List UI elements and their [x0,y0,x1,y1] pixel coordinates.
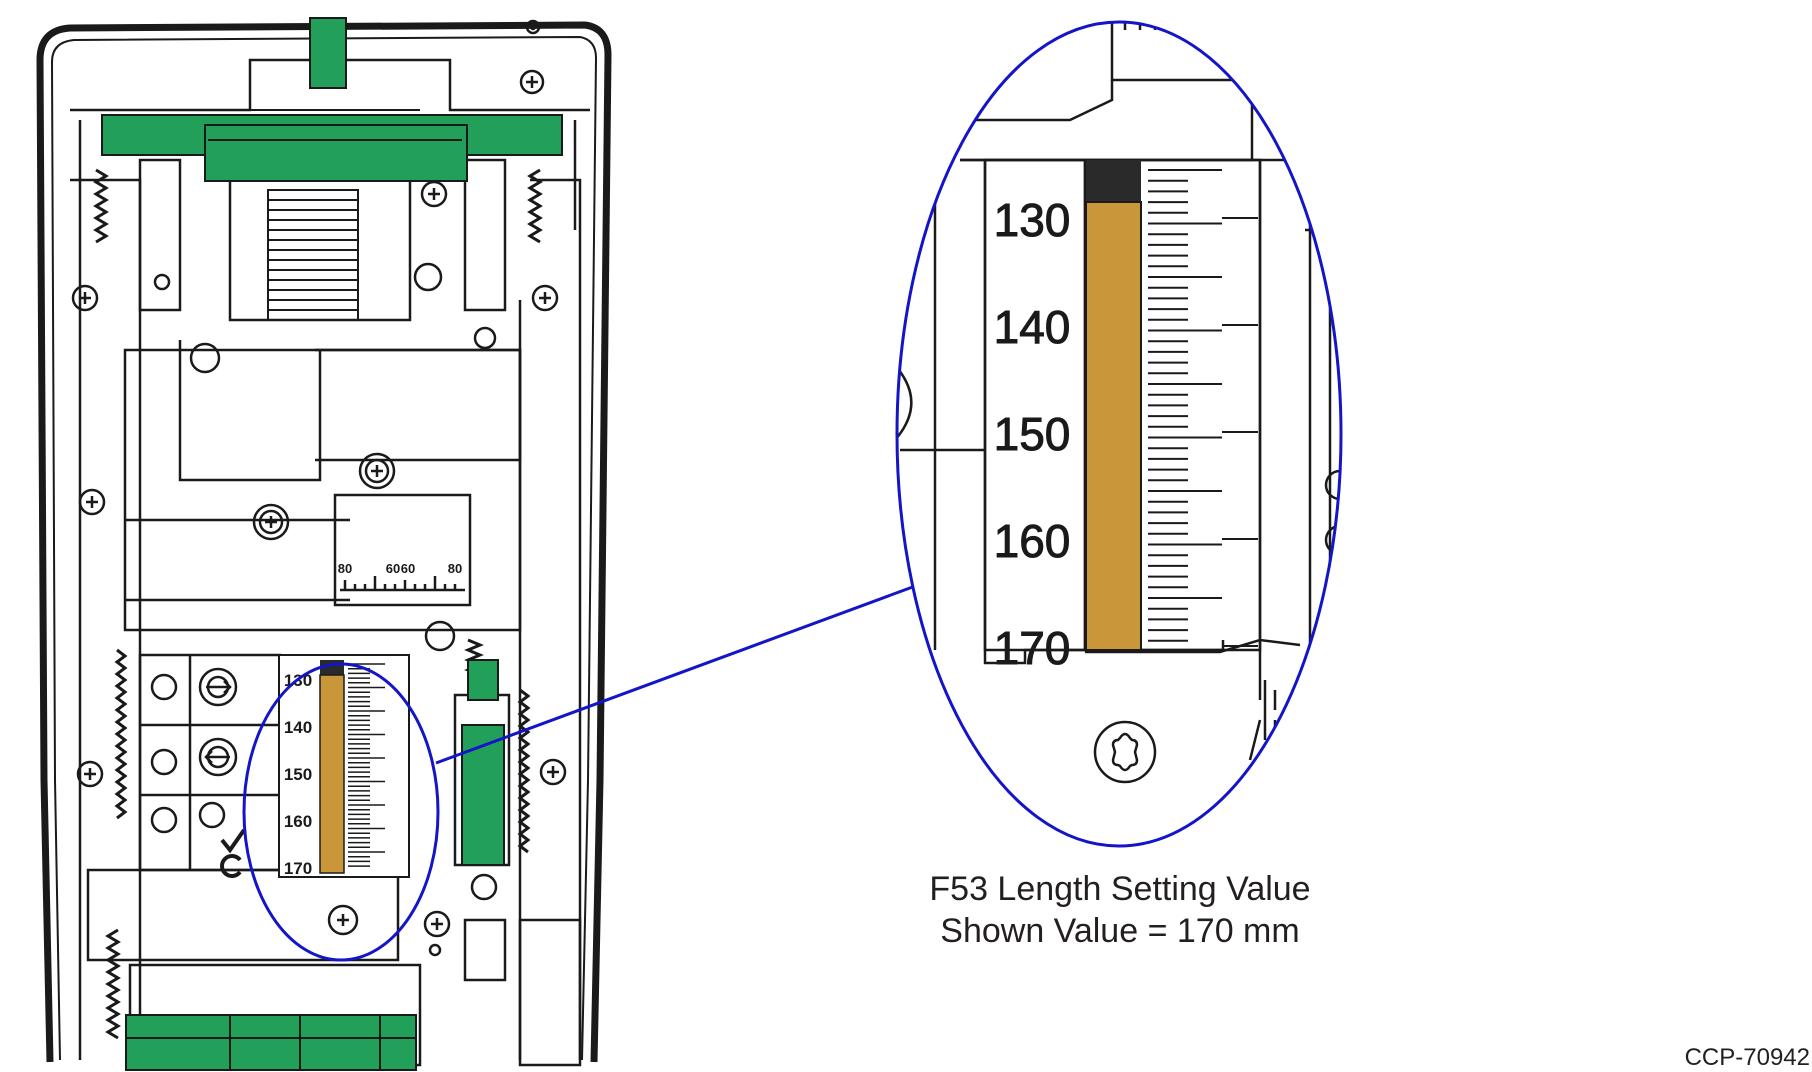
small-scale-label-150: 150 [284,765,312,784]
caption-value: Shown Value = 170 mm [940,912,1300,950]
scale-label-160: 160 [994,515,1071,567]
callout-line [435,583,919,765]
top-green-tab [309,17,347,89]
small-scale-indicator [319,674,345,874]
dial-label: 60 [386,561,400,576]
feed-roller [267,189,359,321]
diagram-caption: F53 Length Setting Value Shown Value = 1… [830,868,1410,952]
small-callout-ellipse [242,662,440,962]
length-indicator-bar [1085,201,1142,651]
small-scale-label-140: 140 [284,718,312,737]
zoomed-scale-detail: 130 140 150 160 170 [897,22,1341,846]
dial-label: 80 [448,561,462,576]
scale-label-130: 130 [994,194,1071,246]
zoom-callout-ellipse [895,20,1343,848]
callout-connector [242,583,919,962]
scale-label-170: 170 [994,622,1071,674]
small-scale-label-160: 160 [284,812,312,831]
green-bottom-part [125,1014,417,1071]
scale-label-150: 150 [994,408,1071,460]
green-slider-bar [461,724,505,866]
zoomed-screw-icon [1093,720,1157,784]
dial-label: 60 [401,561,415,576]
dial-label: 80 [338,561,352,576]
caption-title: F53 Length Setting Value [929,870,1311,908]
small-scale-label-170: 170 [284,859,312,878]
green-latch-parts [101,17,563,1071]
document-id: CCP-70942 [1684,1044,1810,1071]
sub-scale-plate [333,493,472,607]
scale-label-140: 140 [994,301,1071,353]
